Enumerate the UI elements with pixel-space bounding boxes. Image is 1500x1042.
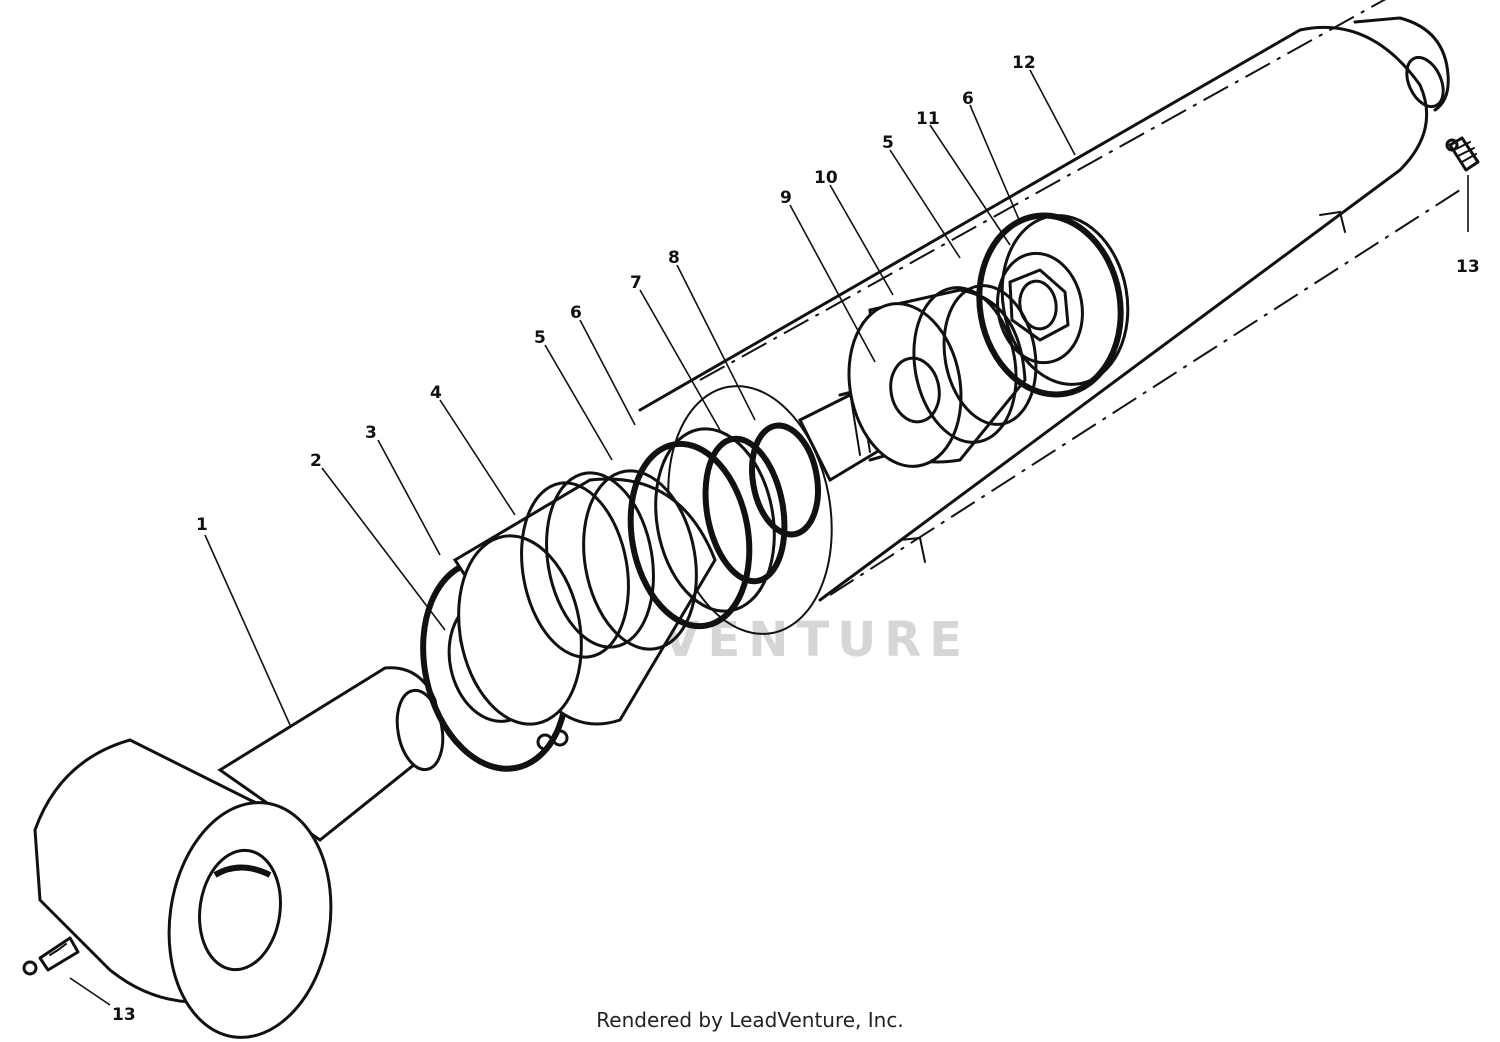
render-credit: Rendered by LeadVenture, Inc. (596, 1008, 904, 1032)
callout-1: 1 (196, 515, 208, 535)
rod-o-ring (702, 435, 788, 585)
callout-12: 12 (1012, 53, 1036, 73)
callout-5-front: 5 (534, 328, 546, 348)
callout-2: 2 (310, 451, 322, 471)
callouts: 1 2 3 4 5 6 7 8 9 10 5 11 6 12 13 13 (112, 53, 1480, 1025)
callout-3: 3 (365, 423, 377, 443)
callout-5-rear: 5 (882, 133, 894, 153)
callout-11: 11 (916, 109, 940, 129)
backup-ring-rear (1000, 214, 1130, 386)
backup-ring-front (654, 427, 776, 613)
cylinder-barrel (638, 0, 1461, 635)
callout-9: 9 (780, 188, 792, 208)
callout-13-right: 13 (1456, 257, 1480, 277)
callout-7: 7 (630, 273, 642, 293)
piston-lock-nut (996, 251, 1084, 365)
callout-6-front: 6 (570, 303, 582, 323)
callout-10: 10 (814, 168, 838, 188)
callout-4: 4 (430, 383, 442, 403)
callout-6-rear: 6 (962, 89, 974, 109)
piston-rod-end (33, 666, 445, 1039)
o-ring-rear (976, 212, 1124, 398)
callout-13-left: 13 (112, 1005, 136, 1025)
callout-8: 8 (668, 248, 680, 268)
gland (452, 469, 717, 726)
leader-lines (69, 69, 1469, 1006)
rod-backup-ring (749, 422, 821, 538)
grease-fitting-right (1445, 136, 1480, 172)
